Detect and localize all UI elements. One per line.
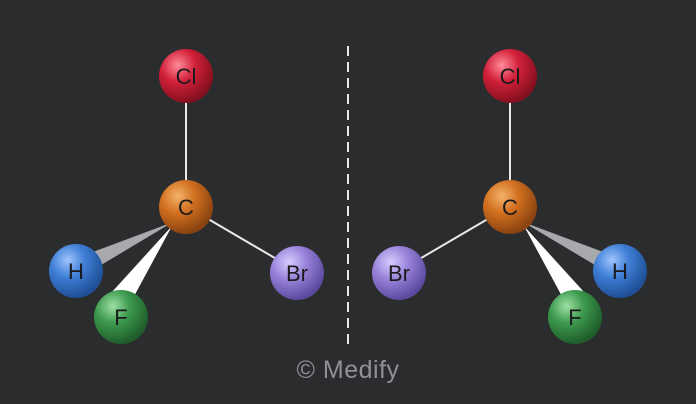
left-atom-f-label: F	[114, 305, 127, 330]
left-atom-c: C	[159, 180, 213, 234]
right-atom-c: C	[483, 180, 537, 234]
left-molecule: Cl H F Br C	[49, 49, 324, 344]
right-atom-c-label: C	[502, 195, 518, 220]
left-atom-f: F	[94, 290, 148, 344]
right-atom-cl: Cl	[483, 49, 537, 103]
right-molecule: Cl H F Br C	[372, 49, 647, 344]
left-solid-wedge-bond-c-f	[112, 226, 172, 300]
right-atom-br: Br	[372, 246, 426, 300]
left-atom-cl: Cl	[159, 49, 213, 103]
watermark-text: © Medify	[296, 356, 400, 384]
right-solid-wedge-bond-c-f	[524, 226, 584, 300]
left-atom-h-label: H	[68, 259, 84, 284]
left-atom-br: Br	[270, 246, 324, 300]
left-atom-c-label: C	[178, 195, 194, 220]
right-atom-f: F	[548, 290, 602, 344]
left-atom-br-label: Br	[286, 261, 308, 286]
left-atom-h: H	[49, 244, 103, 298]
right-atom-h-label: H	[612, 259, 628, 284]
left-atom-cl-label: Cl	[176, 64, 197, 89]
right-atom-f-label: F	[568, 305, 581, 330]
right-atom-cl-label: Cl	[500, 64, 521, 89]
right-atom-h: H	[593, 244, 647, 298]
right-atom-br-label: Br	[388, 261, 410, 286]
